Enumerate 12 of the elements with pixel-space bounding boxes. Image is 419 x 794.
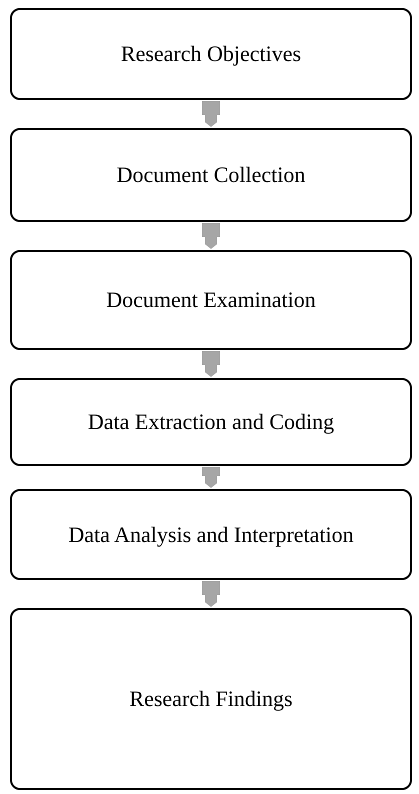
process-box xyxy=(10,608,412,790)
box-label: Research Objectives xyxy=(120,41,302,67)
box-label: Research Findings xyxy=(129,686,293,712)
box-label: Document Examination xyxy=(106,287,316,313)
process-box xyxy=(10,8,412,100)
box-label: Data Analysis and Interpretation xyxy=(68,522,354,548)
process-box xyxy=(10,128,412,222)
box-label: Document Collection xyxy=(116,162,306,188)
process-box xyxy=(10,378,412,466)
process-box xyxy=(10,250,412,350)
process-box xyxy=(10,489,412,580)
box-label: Data Extraction and Coding xyxy=(88,409,334,435)
